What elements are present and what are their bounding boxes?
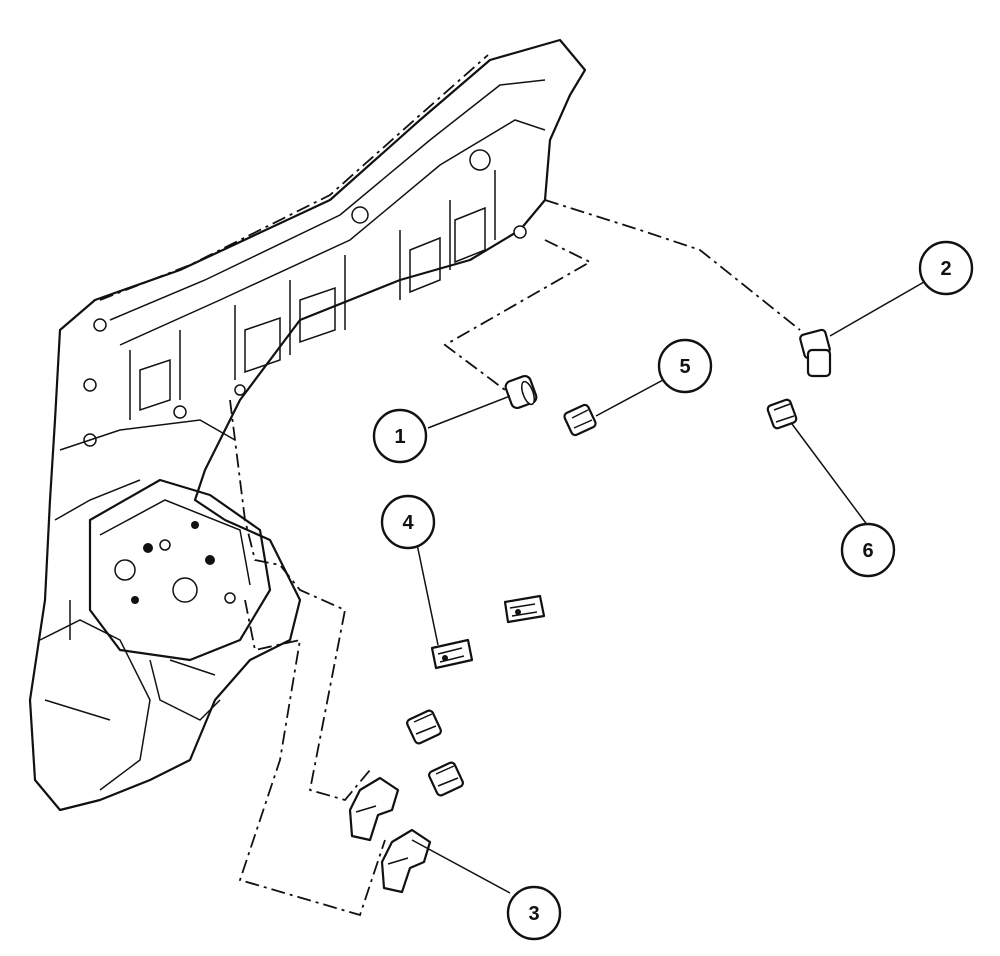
callout-2: 2	[918, 240, 974, 296]
part-6-nut	[766, 398, 798, 430]
part-5-nut	[563, 403, 597, 437]
svg-text:5: 5	[679, 356, 690, 378]
part-3-elbow-upper	[348, 776, 400, 842]
callout-1: 1	[372, 408, 428, 464]
part-4-clamp-second	[503, 594, 546, 624]
leader-lines	[411, 281, 925, 894]
svg-text:2: 2	[940, 258, 951, 280]
part-3-elbow-lower	[380, 828, 432, 894]
svg-text:3: 3	[528, 903, 539, 925]
callout-3: 3	[506, 885, 562, 941]
tube-lower	[467, 417, 778, 773]
svg-text:4: 4	[402, 512, 414, 534]
alignment-lines	[229, 199, 801, 917]
part-1-adapter	[504, 374, 538, 410]
callout-5: 5	[657, 338, 713, 394]
part-4-clamp	[430, 638, 474, 670]
engine-block	[28, 38, 587, 812]
callout-4: 4	[380, 494, 436, 550]
tube-upper	[437, 422, 613, 733]
lower-tube-nut-upper	[406, 709, 442, 745]
lower-tube-nut-lower	[428, 761, 464, 797]
pump-housing	[88, 478, 272, 721]
svg-text:1: 1	[394, 426, 405, 448]
callout-6: 6	[840, 522, 896, 578]
part-2-elbow	[799, 328, 832, 378]
svg-text:6: 6	[862, 540, 873, 562]
